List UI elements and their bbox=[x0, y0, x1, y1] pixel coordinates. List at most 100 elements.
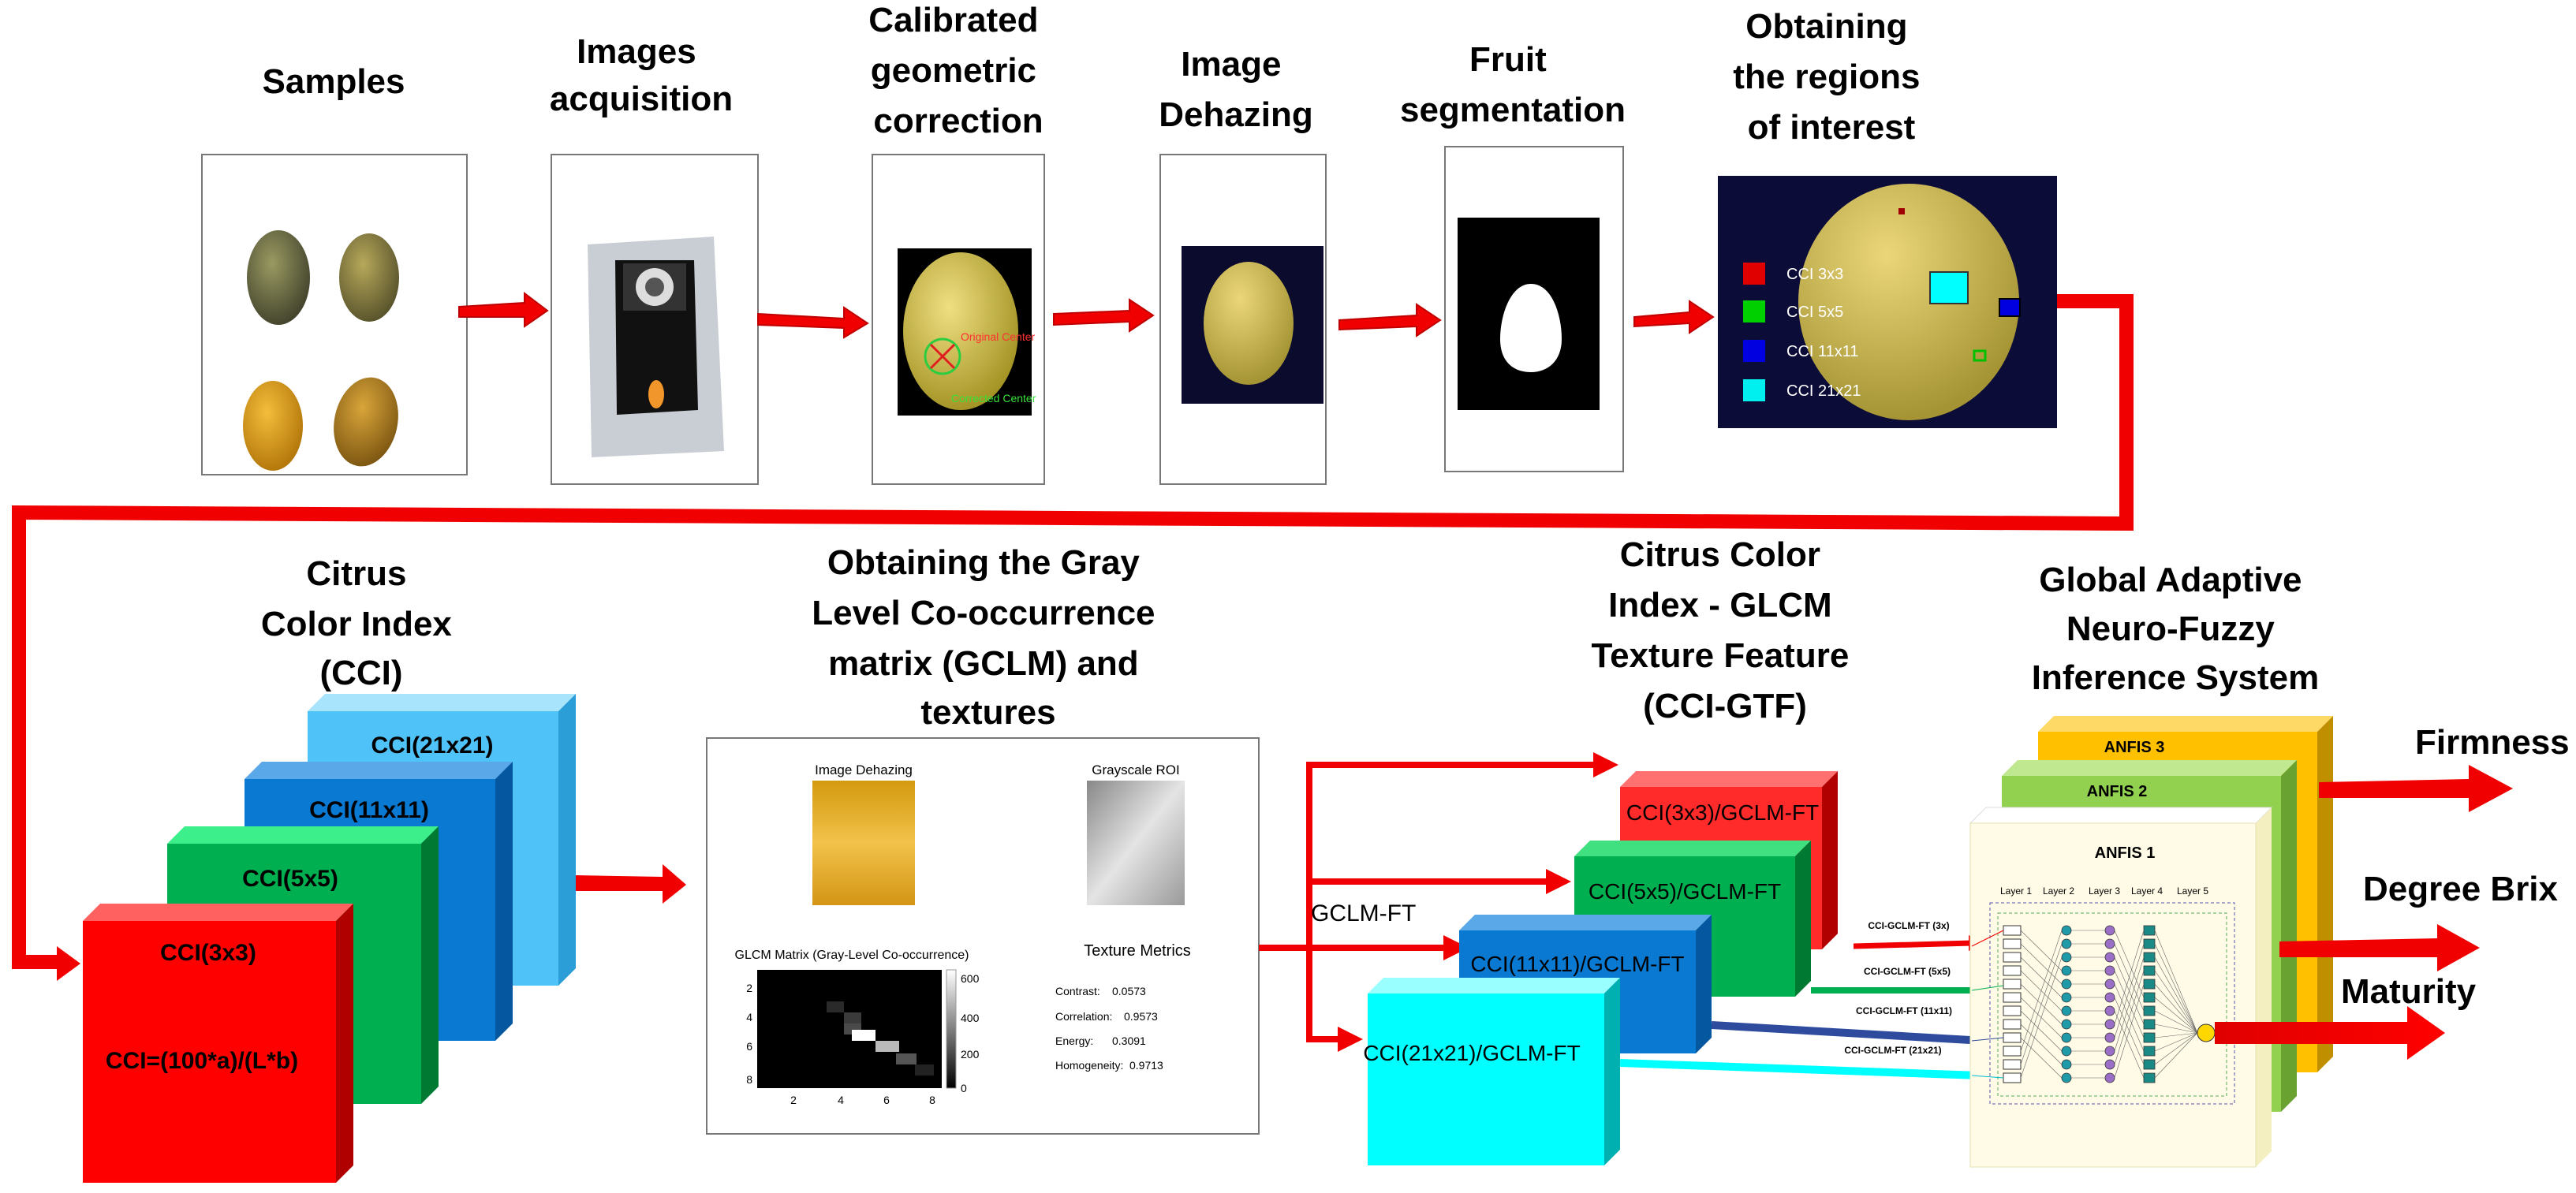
roi-21x21 bbox=[1929, 271, 1969, 304]
mf-node bbox=[2003, 1046, 2022, 1057]
metric-name: Homogeneity: bbox=[1055, 1059, 1123, 1072]
top-row-arrows bbox=[458, 291, 1715, 339]
arrow bbox=[1338, 1027, 1363, 1052]
arrow bbox=[1443, 935, 1469, 960]
legend-label: CCI 21x21 bbox=[1786, 382, 1861, 400]
anfis-box-1: ANFIS 1 Layer 1 Layer 2 Layer 3 Layer 4 … bbox=[1969, 807, 2273, 1168]
arrow bbox=[2279, 924, 2480, 971]
roi-3x3 bbox=[1898, 208, 1905, 214]
connector-to-cci bbox=[12, 294, 2134, 969]
cbar-tick: 400 bbox=[961, 1012, 980, 1024]
matrix-cell bbox=[896, 1053, 917, 1064]
matrix-cell bbox=[915, 1064, 934, 1076]
cci-formula: CCI=(100*a)/(L*b) bbox=[106, 1048, 298, 1074]
arrow-label: CCI-GCLM-FT (11x11) bbox=[1856, 1005, 1952, 1016]
legend-swatch bbox=[1743, 340, 1765, 362]
cbar-tick: 0 bbox=[961, 1082, 967, 1094]
norm-node bbox=[2104, 1005, 2115, 1016]
matrix-cell bbox=[875, 1041, 899, 1052]
arrow bbox=[1338, 303, 1442, 337]
norm-node bbox=[2104, 979, 2115, 990]
layer-label: Layer 2 bbox=[2043, 885, 2074, 897]
rule-node bbox=[2061, 1046, 2072, 1057]
texture-metrics: Contrast: 0.0573 Correlation: 0.9573 Ene… bbox=[1055, 985, 1163, 1072]
arrow bbox=[1593, 752, 1618, 777]
consequent-node bbox=[2143, 938, 2156, 949]
geometric-panel: Original Center Corrected Center bbox=[872, 154, 1045, 485]
mf-node bbox=[2003, 1032, 2022, 1043]
consequent-node bbox=[2143, 1059, 2156, 1070]
cci-box-label: CCI(3x3) bbox=[160, 940, 256, 966]
stage-title-samples: Samples bbox=[263, 62, 405, 101]
arrow bbox=[576, 864, 686, 904]
arrow bbox=[1633, 300, 1715, 334]
gtf-box-label: CCI(3x3)/GCLM-FT bbox=[1626, 800, 1819, 825]
rule-node bbox=[2061, 925, 2072, 936]
stage-title-geometric: Calibrated geometric correction bbox=[868, 1, 1047, 140]
grayscale-roi-label: Grayscale ROI bbox=[1092, 762, 1179, 777]
gtf-box-label: CCI(11x11)/GCLM-FT bbox=[1470, 952, 1684, 976]
arrow-label: CCI-GCLM-FT (3x) bbox=[1868, 920, 1949, 931]
y-tick: 4 bbox=[746, 1011, 752, 1023]
arrow bbox=[458, 291, 549, 328]
rule-node bbox=[2061, 1072, 2072, 1083]
x-tick: 6 bbox=[883, 1094, 890, 1106]
mf-node bbox=[2003, 1072, 2022, 1083]
legend-swatch bbox=[1743, 263, 1765, 285]
norm-node bbox=[2104, 938, 2115, 949]
glcm-matrix-title: GLCM Matrix (Gray-Level Co-occurrence) bbox=[735, 949, 969, 962]
metric-value: 0.0573 bbox=[1112, 985, 1146, 997]
metric-name: Correlation: bbox=[1055, 1010, 1112, 1023]
dehazed-roi-image bbox=[812, 781, 915, 905]
roi-5x5 bbox=[1973, 349, 1987, 362]
texture-metrics-title: Texture Metrics bbox=[1084, 942, 1191, 960]
gclm-ft-arrowheads bbox=[1338, 752, 1618, 1052]
consequent-node bbox=[2143, 1046, 2156, 1057]
arrow bbox=[1546, 869, 1571, 894]
output-degree-brix: Degree Brix bbox=[2279, 870, 2559, 971]
rule-node bbox=[2061, 1005, 2072, 1016]
layer-label: Layer 1 bbox=[2000, 885, 2032, 897]
gtf-title: Citrus Color Index - GLCM Texture Featur… bbox=[1591, 535, 1858, 725]
norm-node bbox=[2104, 1072, 2115, 1083]
anfis-box-label: ANFIS 3 bbox=[2104, 739, 2165, 756]
stage-title-roi: Obtaining the regions of interest bbox=[1733, 7, 1929, 147]
arrow bbox=[1053, 298, 1155, 333]
legend-label: CCI 3x3 bbox=[1786, 266, 1843, 283]
original-center-label: Original Center bbox=[961, 330, 1035, 343]
segmented-fruit-mask bbox=[1500, 284, 1562, 372]
cci-title: Citrus Color Index (CCI) bbox=[261, 554, 461, 692]
mf-node bbox=[2003, 952, 2022, 963]
image-dehazing-label: Image Dehazing bbox=[815, 762, 913, 777]
mf-node bbox=[2003, 965, 2022, 976]
rule-node bbox=[2061, 938, 2072, 949]
norm-node bbox=[2104, 1059, 2115, 1070]
output-arrows: Firmness Degree Brix Maturity bbox=[2215, 723, 2570, 1060]
matrix-cell bbox=[827, 1001, 844, 1012]
y-tick: 8 bbox=[746, 1073, 752, 1086]
cci-box-label: CCI(11x11) bbox=[309, 797, 429, 823]
arrow-label: CCI-GCLM-FT (21x21) bbox=[1844, 1045, 1941, 1056]
mf-node bbox=[2003, 979, 2022, 990]
gclm-ft-arrows bbox=[1259, 762, 1601, 1042]
grayscale-roi-image bbox=[1087, 781, 1185, 905]
norm-node bbox=[2104, 1032, 2115, 1043]
stage-title-dehazing: Image Dehazing bbox=[1159, 45, 1313, 134]
norm-node bbox=[2104, 1046, 2115, 1057]
gtf-boxes: CCI(3x3)/GCLM-FT CCI(5x5)/GCLM-FT CCI(11… bbox=[1363, 771, 1838, 1165]
sample-fruit bbox=[247, 230, 310, 325]
mf-node bbox=[2003, 1059, 2022, 1070]
consequent-node bbox=[2143, 1019, 2156, 1030]
glcm-panel: Image Dehazing Grayscale ROI GLCM Matrix… bbox=[706, 737, 1260, 1135]
consequent-node bbox=[2143, 1072, 2156, 1083]
anfis-boxes: ANFIS 3 ANFIS 2 ANFIS 1 Layer 1 Layer 2 … bbox=[1969, 716, 2333, 1168]
anfis-title: Global Adaptive Neuro-Fuzzy Inference Sy… bbox=[2032, 561, 2319, 697]
metric-value: 0.9573 bbox=[1124, 1010, 1158, 1023]
rule-node bbox=[2061, 1032, 2072, 1043]
x-tick: 2 bbox=[790, 1094, 797, 1106]
corrected-center-label: Corrected Center bbox=[951, 392, 1036, 405]
legend-label: CCI 11x11 bbox=[1786, 343, 1859, 360]
consequent-node bbox=[2143, 1005, 2156, 1016]
y-tick: 2 bbox=[746, 982, 752, 994]
matrix-cell bbox=[844, 1012, 861, 1023]
